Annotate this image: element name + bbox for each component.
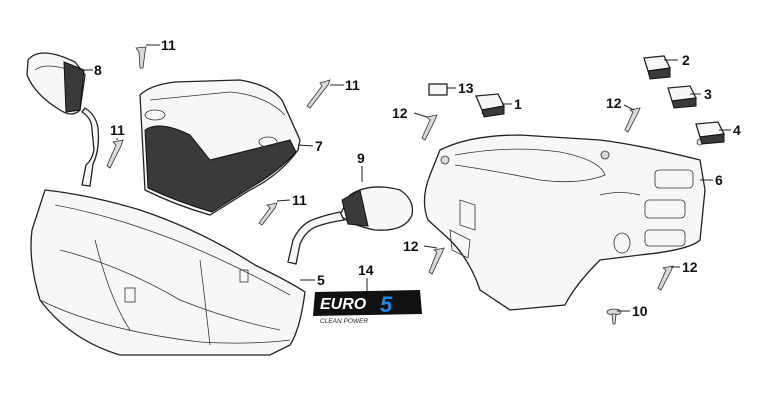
- leader-lines: [78, 44, 731, 312]
- callout-4: 4: [733, 122, 741, 138]
- callout-2: 2: [682, 52, 690, 68]
- logo-number: 5: [380, 292, 393, 317]
- callout-12d: 12: [682, 259, 698, 275]
- callout-12c: 12: [403, 238, 419, 254]
- callout-10: 10: [632, 303, 648, 319]
- euro5-logo: EURO 5 CLEAN POWER: [313, 290, 422, 325]
- front-handle-cover: [30, 189, 306, 356]
- callout-6: 6: [715, 172, 723, 188]
- callout-7: 7: [315, 138, 323, 154]
- callout-13: 13: [458, 80, 474, 96]
- callouts: 11 8 11 11 7 9 11 5 14 13 1 12 2 3 12 4 …: [94, 37, 741, 319]
- screw-12a: [421, 114, 438, 141]
- callout-12a: 12: [392, 105, 408, 121]
- callout-1: 1: [514, 96, 522, 112]
- right-mirror: [287, 186, 414, 265]
- callout-12b: 12: [606, 95, 622, 111]
- logo-main-text: EURO: [320, 296, 367, 313]
- rear-handle-cover: [423, 108, 706, 311]
- screw-11a: [135, 46, 147, 69]
- screw-11c: [106, 139, 124, 169]
- switch-3: [667, 85, 697, 109]
- callout-3: 3: [704, 86, 712, 102]
- switch-1: [475, 93, 505, 118]
- screw-12d: [657, 265, 674, 291]
- left-mirror: [26, 52, 100, 187]
- logo-sub-text: CLEAN POWER: [320, 318, 368, 325]
- screw-11b: [306, 79, 331, 109]
- callout-14: 14: [358, 262, 374, 278]
- callout-11d: 11: [292, 192, 307, 208]
- callout-11b: 11: [345, 77, 360, 93]
- visor-cover: [139, 79, 301, 216]
- screw-12c: [428, 247, 445, 275]
- switch-2: [643, 55, 671, 80]
- callout-9: 9: [357, 150, 365, 166]
- switch-4: [695, 121, 725, 145]
- callout-11c: 11: [110, 122, 125, 138]
- callout-5: 5: [317, 272, 325, 288]
- callout-11a: 11: [161, 37, 176, 53]
- part-13-block: [428, 83, 448, 96]
- callout-8: 8: [94, 62, 102, 78]
- screw-12b: [624, 107, 641, 133]
- screw-11d: [258, 202, 278, 226]
